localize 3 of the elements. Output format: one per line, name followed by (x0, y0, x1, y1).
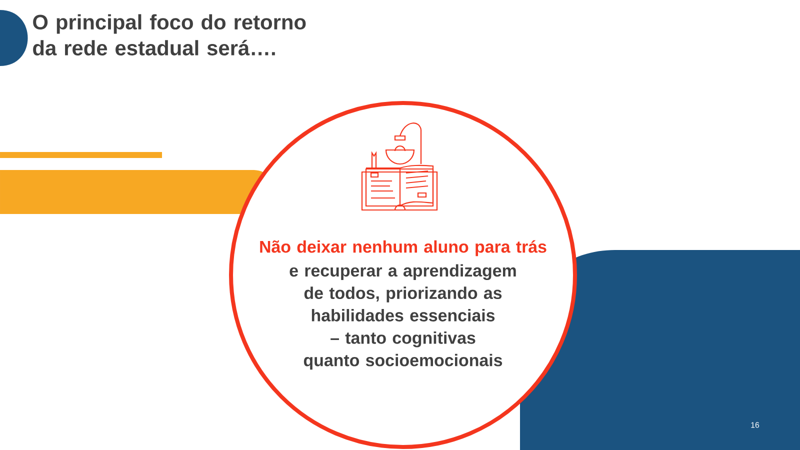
title: O principal foco do retorno da rede estadual será…. (33, 14, 306, 56)
body-text: e recuperar a aprendizagem de todos, priorizando as habilidades essenciais – tanto cognitivas quanto socioemocionais (290, 264, 516, 370)
heading: Não deixar nenhum aluno para trás (260, 240, 546, 256)
